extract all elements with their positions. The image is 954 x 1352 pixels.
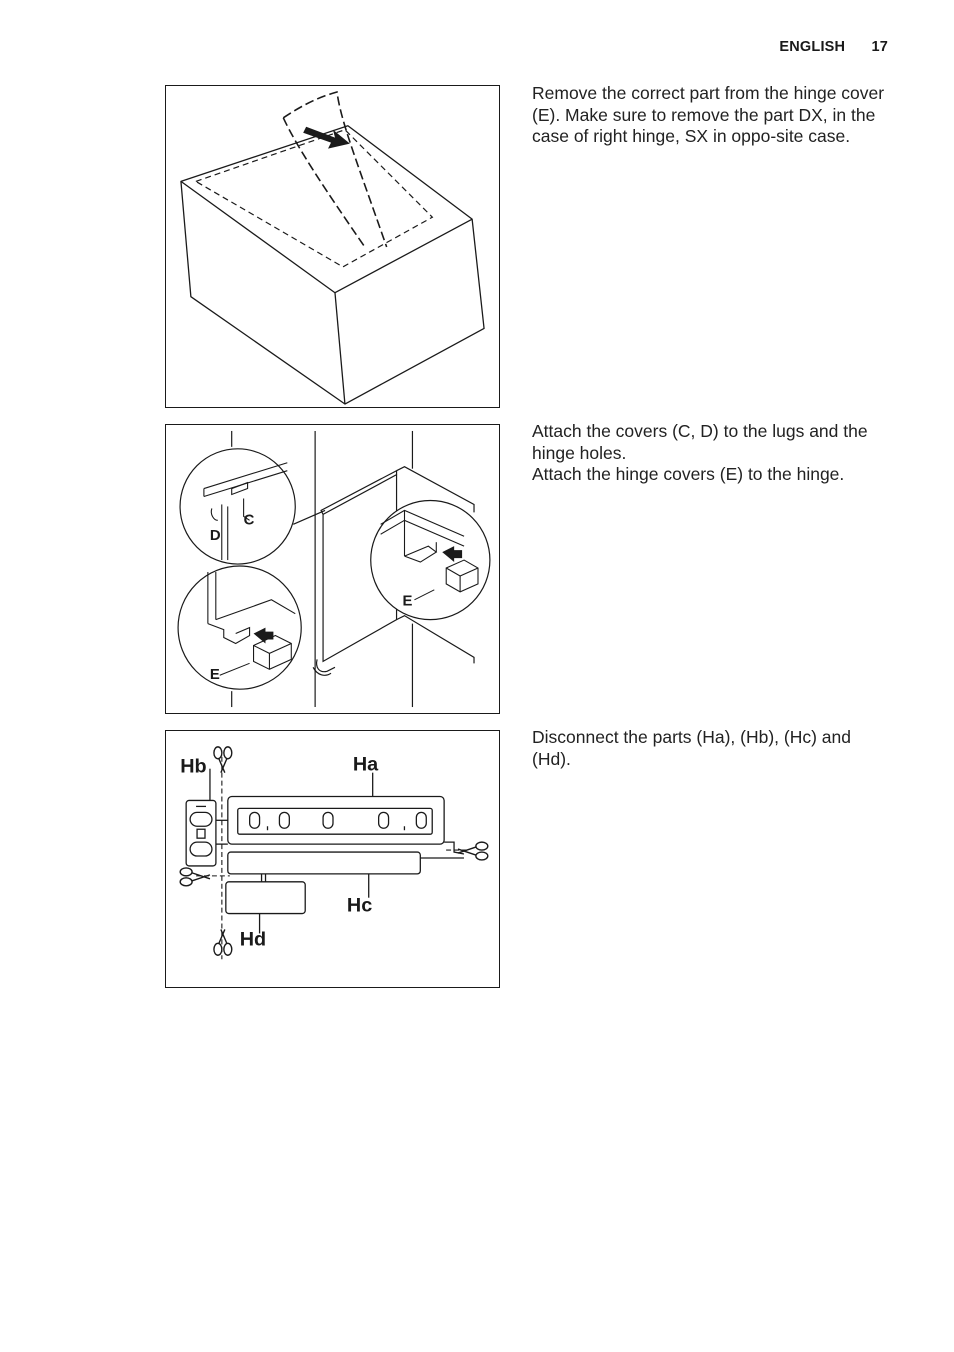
scissors-icon — [213, 746, 233, 773]
figure-hinge-cover-removal — [165, 85, 500, 408]
part-hb — [185, 799, 217, 867]
label-c: C — [244, 512, 255, 528]
label-hd: Hd — [240, 928, 266, 950]
label-hb: Hb — [180, 756, 206, 778]
push-arrow-icon — [253, 627, 274, 644]
section-title: ENGLISH — [779, 39, 846, 55]
label-ha: Ha — [353, 754, 379, 776]
part-hc — [227, 851, 421, 875]
step-1-text: Remove the correct part from the hinge c… — [532, 83, 885, 146]
page-number: 17 — [871, 39, 888, 55]
cover-attachment-illustration: C D E E — [177, 430, 491, 708]
detail-circle-e-right — [370, 499, 491, 621]
parts-illustration: Ha Hb Hc Hd — [179, 746, 489, 960]
label-hc: Hc — [347, 895, 372, 917]
detail-circle-e-left — [177, 565, 302, 690]
step-3-text: Disconnect the parts (Ha), (Hb), (Hc) an… — [532, 727, 851, 769]
scissors-icon — [179, 867, 211, 887]
scissors-icon — [457, 841, 489, 861]
label-d: D — [210, 528, 221, 544]
scissors-icon — [213, 929, 233, 956]
figure-attach-covers: C D E E — [165, 424, 500, 714]
arrow-icon — [303, 126, 350, 149]
hinge-cover-illustration — [180, 90, 485, 405]
label-e-left: E — [210, 667, 220, 683]
label-e-right: E — [403, 594, 413, 610]
figure-disconnect-parts: Ha Hb Hc Hd — [165, 730, 500, 988]
part-hd — [225, 881, 306, 915]
step-2-text: Attach the covers (C, D) to the lugs and… — [532, 421, 868, 484]
push-arrow-icon — [442, 546, 463, 563]
page-header: ENGLISH 17 — [779, 39, 888, 55]
detail-circle-c-d — [179, 448, 296, 565]
part-ha — [227, 795, 445, 845]
